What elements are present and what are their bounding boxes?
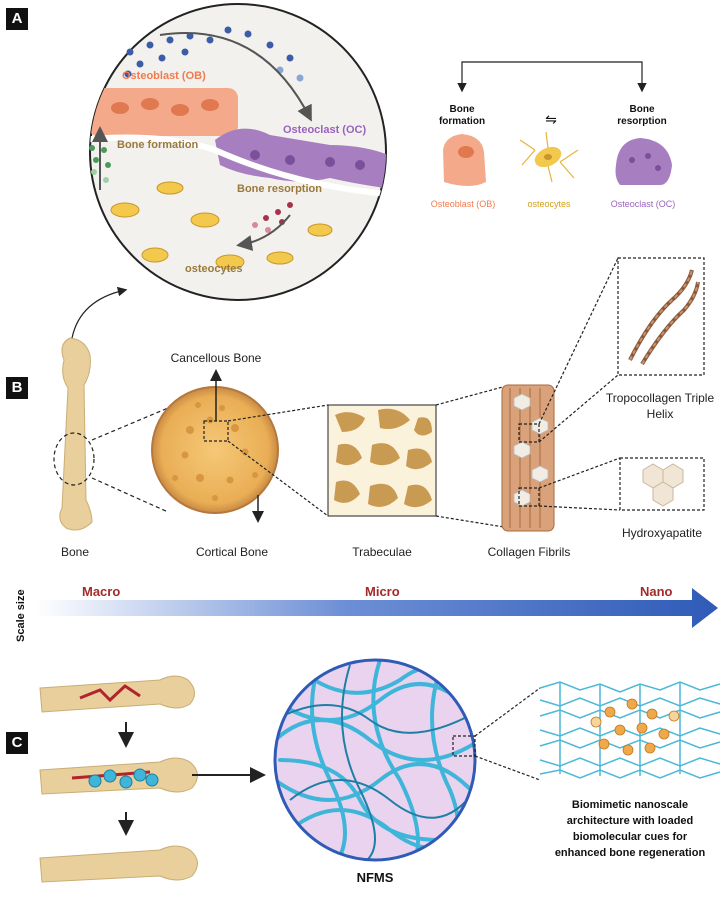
nanoscale-caption: Biomimetic nanoscale architecture with l…: [555, 799, 706, 859]
fractured-bone: [39, 675, 195, 713]
bone-zoom-ellipse: [53, 432, 95, 486]
osteoblast-layer: [90, 88, 238, 136]
osteocytes-label: osteocytes: [185, 263, 242, 275]
panel-label-c: C: [6, 732, 28, 754]
femur-bone: [59, 337, 93, 531]
legend-formation-line2: formation: [439, 116, 485, 127]
legend-resorption-line1: Bone: [630, 104, 655, 115]
bone-label: Bone: [61, 545, 89, 559]
osteoclast-layer: [215, 128, 386, 190]
treated-bone: [39, 757, 198, 795]
cortical-bone-label: Cortical Bone: [196, 545, 268, 559]
bone-formation-label: Bone formation: [117, 139, 199, 151]
nfms-label: NFMS: [357, 870, 394, 885]
scale-macro-label: Macro: [82, 584, 120, 599]
cancellous-bone-circle: [151, 386, 279, 514]
legend-osteocytes-label: osteocytes: [527, 199, 571, 209]
signal-dots-red: [252, 202, 293, 233]
bone-resorption-label: Bone resorption: [237, 183, 322, 195]
signal-dots-green: [89, 145, 111, 183]
legend-osteoclast-cell: [615, 138, 672, 185]
zoom-arrow-bone-to-a: [71, 286, 128, 339]
caption-line-3: biomolecular cues for: [573, 831, 688, 843]
trabeculae-label: Trabeculae: [352, 545, 412, 559]
panel-label-a: A: [6, 8, 28, 30]
hydroxyapatite-box: [619, 457, 705, 511]
tropocollagen-zoom-box: [518, 423, 540, 443]
osteoclast-label: Osteoclast (OC): [283, 124, 366, 136]
scale-micro-label: Micro: [365, 584, 400, 599]
legend-osteocyte-cell: [519, 131, 579, 183]
scale-size-label: Scale size: [15, 589, 27, 642]
nanoscale-scaffold: [539, 681, 721, 779]
trabeculae-square: [327, 404, 437, 517]
tropocollagen-label-line1: Tropocollagen Triple: [606, 391, 715, 405]
panel-a-circle: Osteoblast (OB) Osteoclast (OC) Bone for…: [89, 3, 387, 301]
legend-oc-label: Osteoclast (OC): [611, 199, 676, 209]
caption-line-1: Biomimetic nanoscale: [572, 799, 688, 811]
cancellous-bone-label: Cancellous Bone: [171, 351, 262, 365]
ob-to-oc-arrow: [159, 32, 312, 122]
nfms-circle: [273, 658, 477, 862]
collagen-fibrils-label: Collagen Fibrils: [488, 545, 571, 559]
hydroxyapatite-zoom-box: [518, 487, 540, 507]
panel-label-b: B: [6, 377, 28, 399]
caption-line-4: enhanced bone regeneration: [555, 847, 706, 859]
nano-zoom-box: [452, 735, 476, 757]
tropocollagen-box: [617, 257, 705, 376]
legend-formation-line1: Bone: [450, 104, 475, 115]
osteoblast-label: Osteoblast (OB): [122, 70, 206, 82]
healed-bone: [39, 845, 198, 883]
scale-bar: [36, 588, 718, 628]
signal-dots-blue: [124, 26, 304, 82]
tropocollagen-label-line2: Helix: [647, 407, 674, 421]
cancellous-pores: [172, 402, 258, 501]
resorption-arrow: [236, 214, 291, 251]
scale-nano-label: Nano: [640, 584, 673, 599]
exchange-symbol: ⇋: [545, 111, 557, 127]
caption-line-2: architecture with loaded: [567, 815, 694, 827]
panel-a-legend: Bone formation ⇋ Bone resorption Osteobl…: [431, 61, 676, 209]
legend-ob-label: Osteoblast (OB): [431, 199, 496, 209]
legend-resorption-line2: resorption: [617, 116, 666, 127]
osteocyte-cells: [110, 181, 333, 270]
legend-osteoblast-cell: [443, 134, 486, 186]
hydroxyapatite-label: Hydroxyapatite: [622, 526, 702, 540]
collagen-fibrils: [501, 384, 555, 532]
